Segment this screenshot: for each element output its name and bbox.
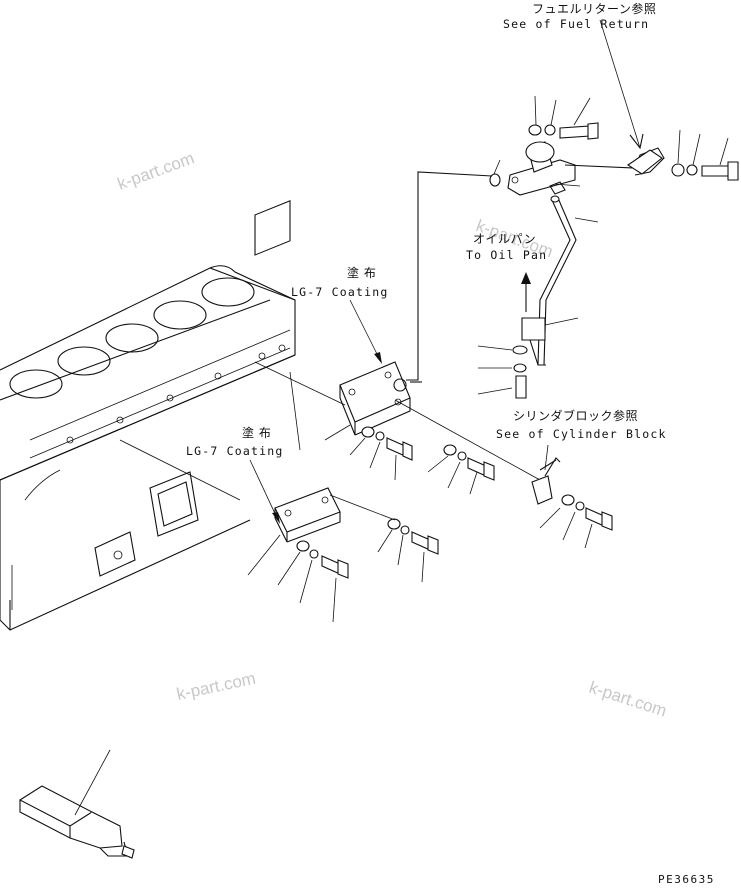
- oil-pan-label-jp: オイルパン: [473, 232, 536, 246]
- dipstick-guide: [18, 785, 135, 859]
- coating-lower-label-jp: 塗 布: [242, 425, 271, 440]
- drawing-code: PE36635: [658, 873, 715, 886]
- watermark: k-part.com: [175, 669, 257, 704]
- upper-cover-bolts: [361, 426, 495, 481]
- cylinder-block-label-jp: シリンダブロック参照: [513, 408, 638, 423]
- oil-pan-label-en: To Oil Pan: [466, 248, 547, 262]
- watermark: k-part.com: [587, 678, 669, 721]
- breather-tube: [406, 171, 493, 381]
- breather-assembly: [489, 122, 739, 196]
- cylinder-block-label-en: See of Cylinder Block: [496, 427, 667, 441]
- upper-cover-plate: [339, 361, 411, 436]
- watermark: k-part.com: [115, 148, 197, 193]
- coating-lower-label-en: LG-7 Coating: [186, 444, 283, 458]
- fuel-return-label-jp: フュエルリターン参照: [532, 1, 656, 16]
- lower-cover-bolts: [296, 518, 439, 579]
- coating-upper-label-jp: 塗 布: [347, 265, 376, 280]
- fuel-return-label-en: See of Fuel Return: [503, 17, 649, 31]
- lower-cover-plate: [274, 487, 341, 543]
- oil-pan-tube: [512, 195, 577, 399]
- cylinder-block: [0, 200, 301, 631]
- coating-upper-label-en: LG-7 Coating: [291, 285, 388, 299]
